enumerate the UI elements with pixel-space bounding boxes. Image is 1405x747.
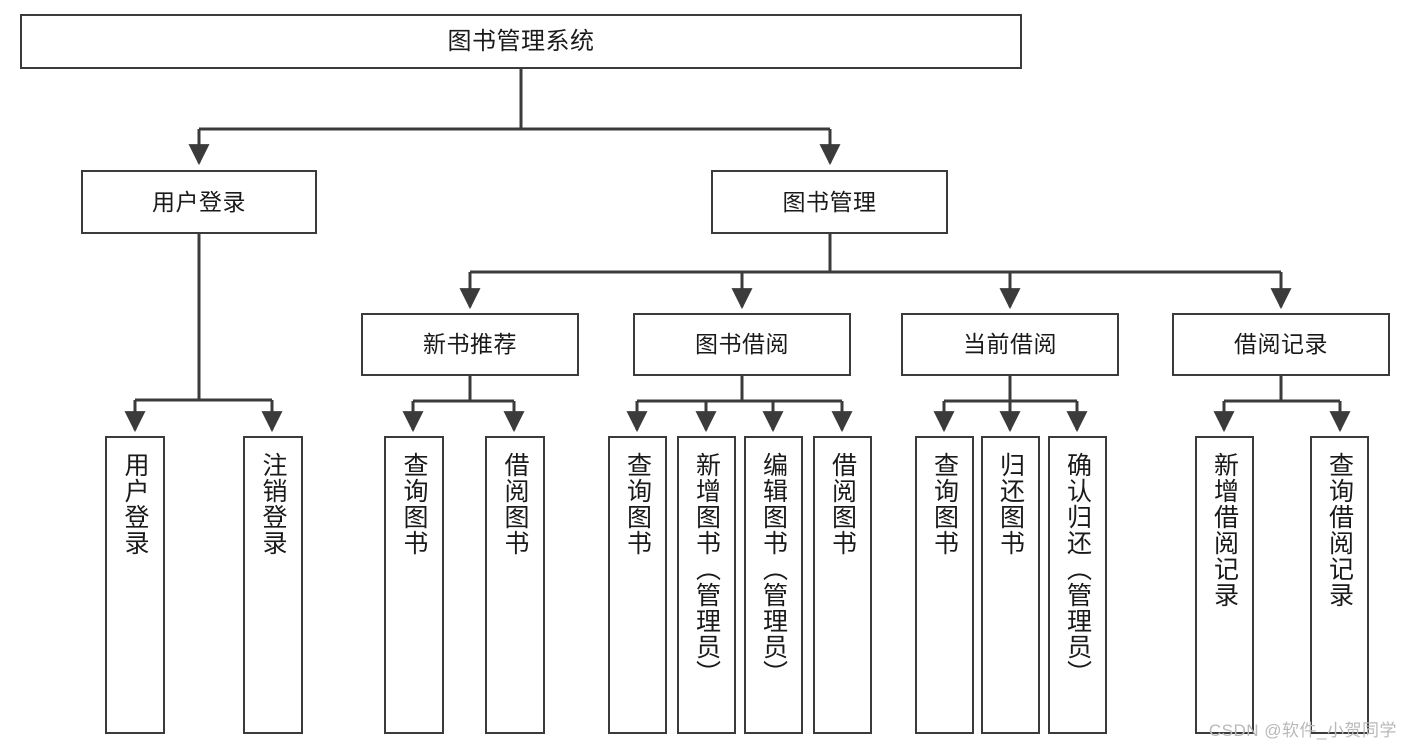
node-leaf-return-book[interactable]: 归还图书 [981,436,1040,734]
node-leaf-user-login[interactable]: 用户登录 [105,436,165,734]
node-label: 图书管理 [782,188,877,215]
node-label: 用户登录 [121,452,149,556]
csdn-watermark: CSDN @软件_小贺同学 [1208,721,1397,740]
node-label: 新增借阅记录 [1210,452,1239,608]
node-label: 确认归还（管理员） [1063,452,1092,686]
node-label: 新增图书（管理员） [692,452,721,686]
node-book-borrow[interactable]: 图书借阅 [633,313,851,376]
node-leaf-confirm-return[interactable]: 确认归还（管理员） [1048,436,1107,734]
node-current-borrow[interactable]: 当前借阅 [901,313,1119,376]
node-new-book-recommend[interactable]: 新书推荐 [361,313,579,376]
node-label: 借阅图书 [828,452,857,556]
node-label: 注销登录 [259,452,287,556]
node-label: 查询借阅记录 [1325,452,1354,608]
node-leaf-logout-login[interactable]: 注销登录 [243,436,303,734]
node-leaf-query-book-2[interactable]: 查询图书 [608,436,667,734]
node-book-manage[interactable]: 图书管理 [711,170,948,234]
node-label: 编辑图书（管理员） [759,452,788,686]
node-label: 借阅图书 [501,452,529,556]
node-label: 当前借阅 [963,331,1057,358]
node-root-system[interactable]: 图书管理系统 [20,14,1022,69]
node-leaf-add-book[interactable]: 新增图书（管理员） [677,436,736,734]
node-leaf-edit-book[interactable]: 编辑图书（管理员） [744,436,803,734]
node-label: 用户登录 [152,188,246,215]
node-label: 归还图书 [996,452,1025,556]
node-label: 图书管理系统 [447,27,595,55]
node-label: 借阅记录 [1234,331,1328,358]
node-label: 新书推荐 [423,331,517,358]
node-label: 查询图书 [400,452,428,556]
node-borrow-record[interactable]: 借阅记录 [1172,313,1390,376]
node-leaf-borrow-book-1[interactable]: 借阅图书 [485,436,545,734]
node-label: 查询图书 [623,452,652,556]
node-leaf-query-book-1[interactable]: 查询图书 [384,436,444,734]
node-leaf-borrow-book-2[interactable]: 借阅图书 [813,436,872,734]
node-leaf-query-record[interactable]: 查询借阅记录 [1310,436,1369,734]
node-leaf-query-book-3[interactable]: 查询图书 [915,436,974,734]
node-user-login[interactable]: 用户登录 [81,170,317,234]
node-label: 图书借阅 [695,331,789,358]
node-label: 查询图书 [930,452,959,556]
node-leaf-add-record[interactable]: 新增借阅记录 [1195,436,1254,734]
